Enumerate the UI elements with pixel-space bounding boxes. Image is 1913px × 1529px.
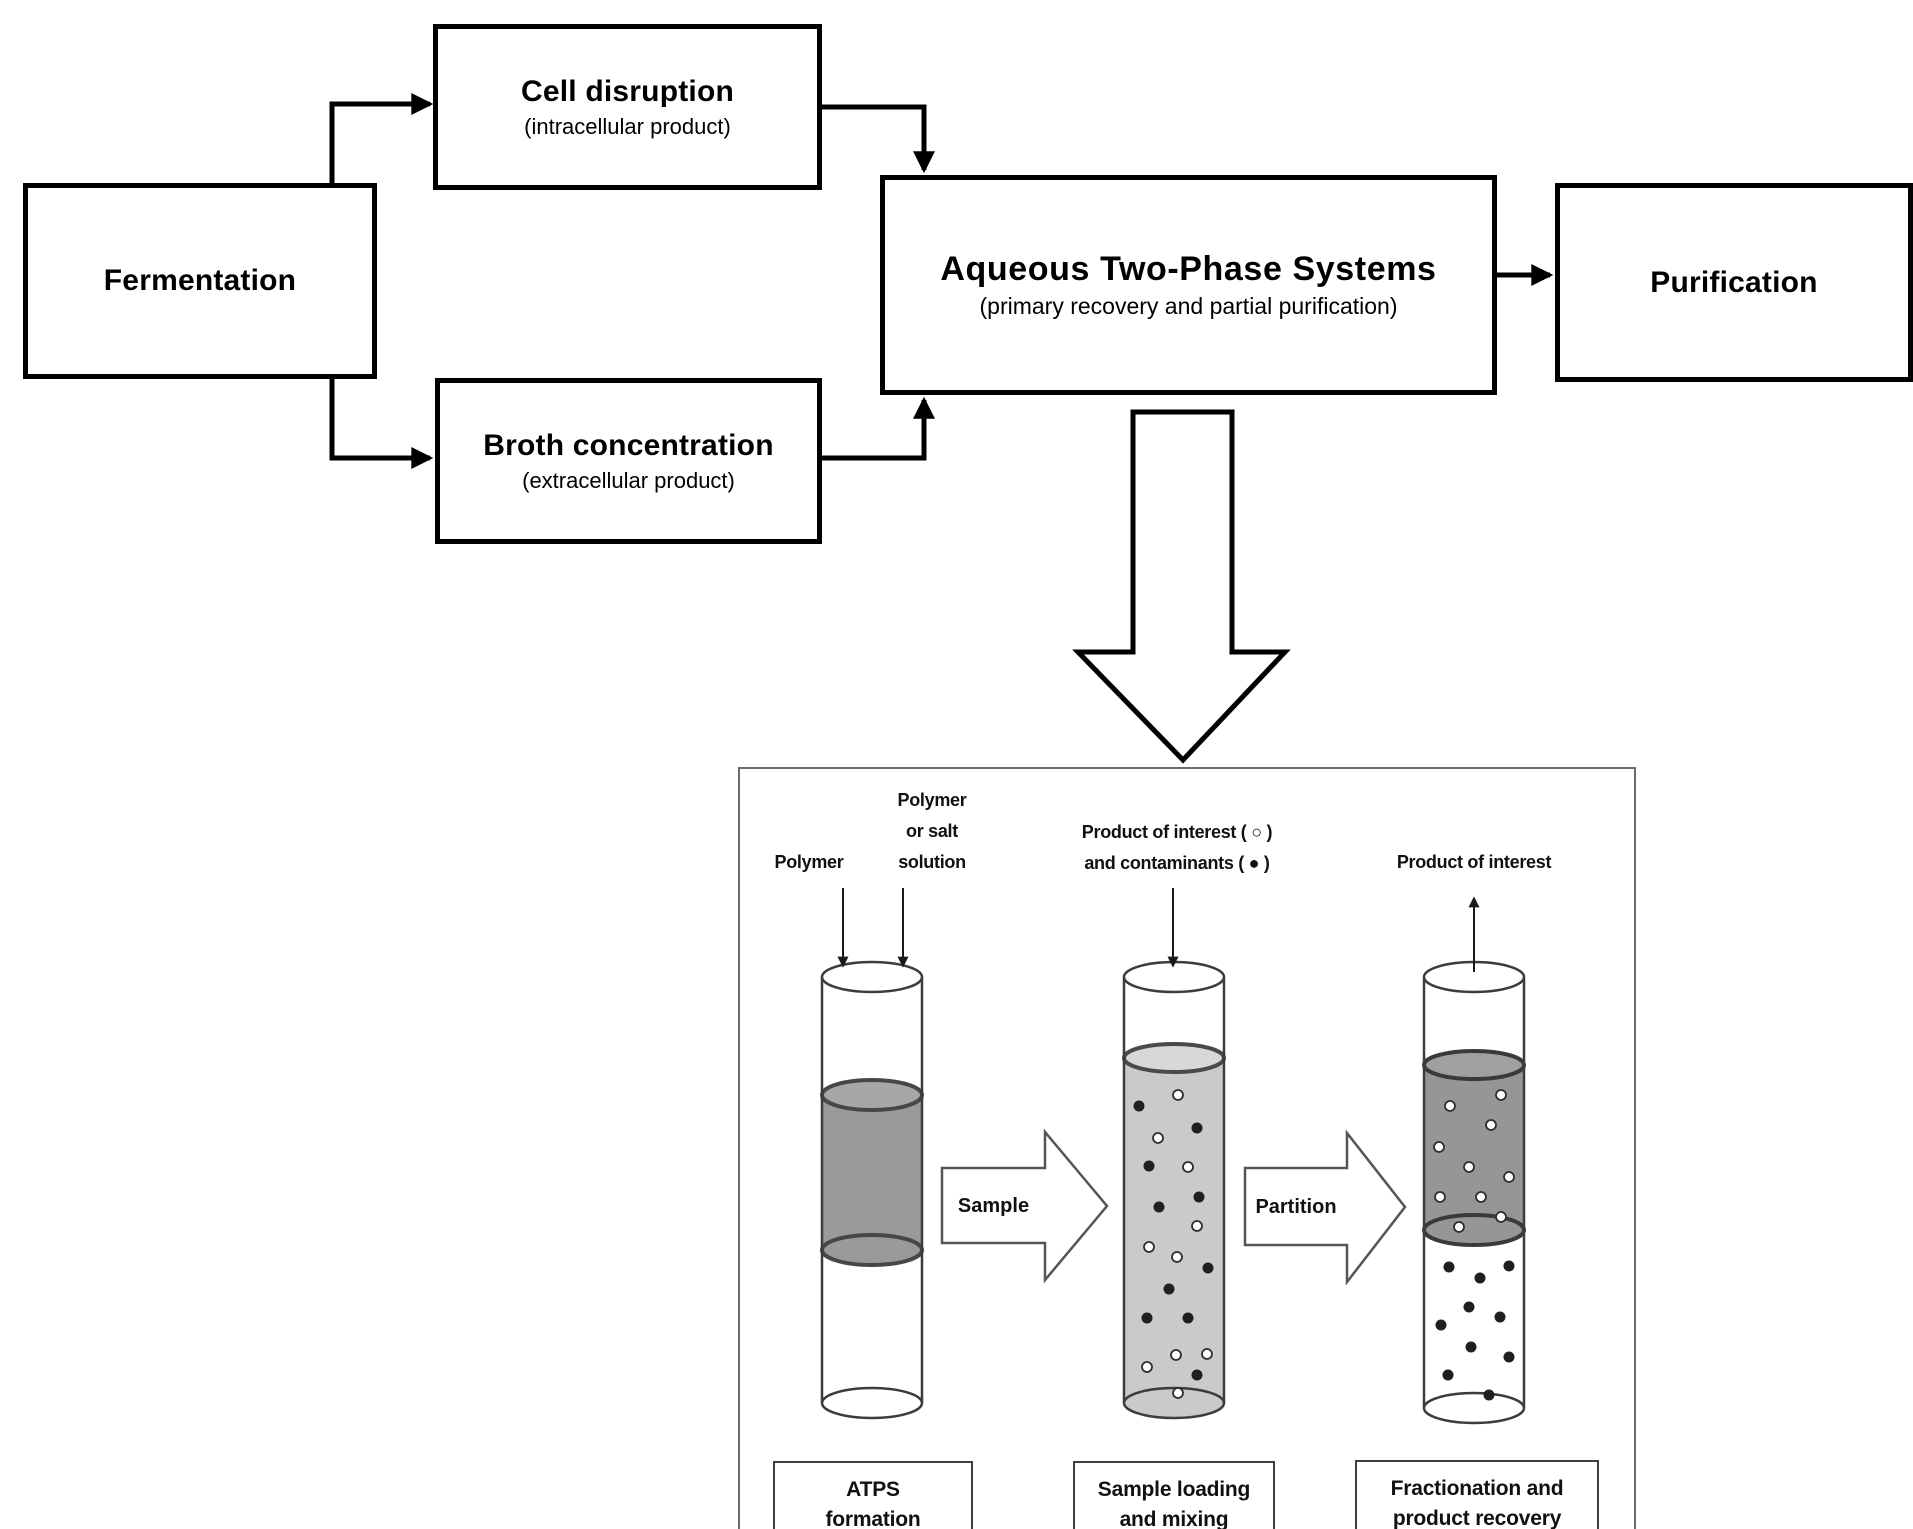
product-of-interest-label: Product of interest (1396, 852, 1552, 872)
contaminant-dot (1143, 1160, 1155, 1172)
phase-surface (1422, 1049, 1526, 1081)
tube-atps-formation (820, 960, 924, 1420)
block-down-arrow (1072, 409, 1291, 764)
aqueous-two-phase-systems-box: Aqueous Two-Phase Systems (primary recov… (880, 175, 1497, 395)
product-of-interest-dot (1434, 1191, 1446, 1203)
fermentation-box: Fermentation (23, 183, 377, 379)
contaminant-dot (1483, 1389, 1495, 1401)
product-of-interest-dot (1444, 1100, 1456, 1112)
fermentation-title: Fermentation (103, 264, 297, 297)
product-of-interest-dot (1143, 1241, 1155, 1253)
tube-fractionation (1422, 960, 1526, 1425)
contaminant-dot (1141, 1312, 1153, 1324)
tube-rim (1122, 960, 1226, 994)
cell-disruption-subtitle: (intracellular product) (524, 113, 731, 139)
broth-concentration-subtitle: (extracellular product) (522, 467, 735, 493)
contaminant-dot (1153, 1201, 1165, 1213)
contaminant-dot (1474, 1272, 1486, 1284)
tube-rim (820, 960, 924, 994)
contaminant-dot (1442, 1369, 1454, 1381)
atps-subtitle: (primary recovery and partial purificati… (979, 292, 1398, 319)
product-of-interest-dot (1141, 1361, 1153, 1373)
partitioned-tube-dots (1433, 1089, 1515, 1401)
sample-block-arrow (940, 1128, 1109, 1284)
connector-cell-disruption-to-atps (822, 104, 936, 174)
contaminant-dot (1191, 1122, 1203, 1134)
contaminant-dot (1191, 1369, 1203, 1381)
contaminant-dot (1435, 1319, 1447, 1331)
product-of-interest-dot (1170, 1349, 1182, 1361)
contaminant-dot (1465, 1341, 1477, 1353)
product-of-interest-dot (1182, 1161, 1194, 1173)
mixing-tube-dots (1133, 1089, 1214, 1399)
partition-block-arrow (1243, 1129, 1407, 1286)
contaminant-dot (1494, 1311, 1506, 1323)
product-of-interest-dot (1172, 1387, 1184, 1399)
product-of-interest-dot (1152, 1132, 1164, 1144)
stage-box-sample-loading: Sample loading and mixing (1073, 1461, 1275, 1529)
tube-bottom (1422, 1391, 1526, 1425)
contaminant-dot (1163, 1283, 1175, 1295)
sample-arrow-label: Sample (957, 1195, 1030, 1217)
product-of-interest-dot (1453, 1221, 1465, 1233)
product-of-interest-dot (1503, 1171, 1515, 1183)
cell-disruption-box: Cell disruption (intracellular product) (433, 24, 822, 190)
contaminant-dot (1202, 1262, 1214, 1274)
broth-concentration-box: Broth concentration (extracellular produ… (435, 378, 822, 544)
product-of-interest-dot (1171, 1251, 1183, 1263)
cell-disruption-title: Cell disruption (521, 74, 734, 108)
mixture-surface (1122, 1042, 1226, 1074)
contaminant-dot (1463, 1301, 1475, 1313)
polymer-or-salt-solution-label: Polymer or salt solution (897, 790, 967, 872)
phase-surface (820, 1078, 924, 1112)
connector-broth-concentration-to-atps (822, 396, 936, 461)
product-of-interest-dot (1463, 1161, 1475, 1173)
product-of-interest-dot (1495, 1211, 1507, 1223)
polymer-label: Polymer (774, 852, 844, 872)
product-of-interest-dot (1475, 1191, 1487, 1203)
atps-title: Aqueous Two-Phase Systems (940, 249, 1437, 288)
partition-arrow-label: Partition (1255, 1196, 1337, 1218)
product-of-interest-dot (1495, 1089, 1507, 1101)
product-of-interest-dot (1485, 1119, 1497, 1131)
contaminant-dot (1503, 1351, 1515, 1363)
contaminant-dot (1182, 1312, 1194, 1324)
contaminant-dot (1443, 1261, 1455, 1273)
connector-fermentation-to-broth-concentration (329, 379, 434, 470)
product-of-interest-dot (1201, 1348, 1213, 1360)
broth-concentration-title: Broth concentration (483, 428, 774, 462)
contaminant-dot (1133, 1100, 1145, 1112)
tube-sample-mixing (1122, 960, 1226, 1420)
purification-title: Purification (1650, 265, 1818, 299)
product-of-interest-dot (1172, 1089, 1184, 1101)
stage-box-atps-formation: ATPS formation (773, 1461, 973, 1529)
product-and-contaminants-label: Product of interest ( ○ ) and contaminan… (1081, 822, 1273, 873)
contaminant-dot (1503, 1260, 1515, 1272)
purification-box: Purification (1555, 183, 1913, 382)
product-of-interest-dot (1433, 1141, 1445, 1153)
stage-box-fractionation: Fractionation and product recovery (1355, 1460, 1599, 1529)
atps-detail-panel-frame (738, 767, 1636, 1529)
tube-bottom (820, 1386, 924, 1420)
connector-fermentation-to-cell-disruption (329, 92, 434, 183)
product-of-interest-dot (1191, 1220, 1203, 1232)
contaminant-dot (1193, 1191, 1205, 1203)
